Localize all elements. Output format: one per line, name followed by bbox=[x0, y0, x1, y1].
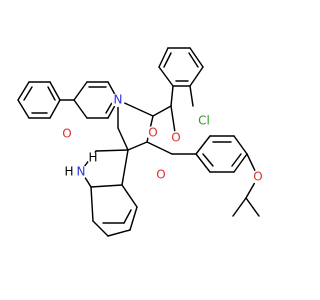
oxindole-oxygen: O bbox=[62, 127, 71, 141]
isoquinoline-ring-system bbox=[17, 81, 119, 119]
stereo-hydrogen: H bbox=[88, 151, 97, 165]
pyrrolidine-nitrogen: N bbox=[114, 93, 123, 107]
molecule-canvas: Cl O N O H O N H O O bbox=[17, 47, 265, 237]
ketone-oxygen-right: O bbox=[171, 131, 180, 145]
atom-labels: Cl O N O H O N H O O bbox=[60, 93, 265, 184]
molecule-structure: Cl O N O H O N H O O bbox=[17, 47, 265, 237]
ketone-oxygen-lower: O bbox=[156, 168, 165, 182]
pyrrolidine-core bbox=[117, 99, 197, 155]
ketone-oxygen-upper: O bbox=[148, 126, 157, 140]
isopropoxyphenyl-ring bbox=[195, 135, 260, 217]
indole-hydrogen: H bbox=[64, 165, 73, 179]
chlorine-atom: Cl bbox=[198, 114, 210, 128]
oxindole-ring-system bbox=[80, 149, 138, 237]
indole-nitrogen: N bbox=[77, 165, 86, 179]
ether-oxygen: O bbox=[253, 170, 262, 184]
chlorophenyl-ring bbox=[158, 47, 204, 107]
